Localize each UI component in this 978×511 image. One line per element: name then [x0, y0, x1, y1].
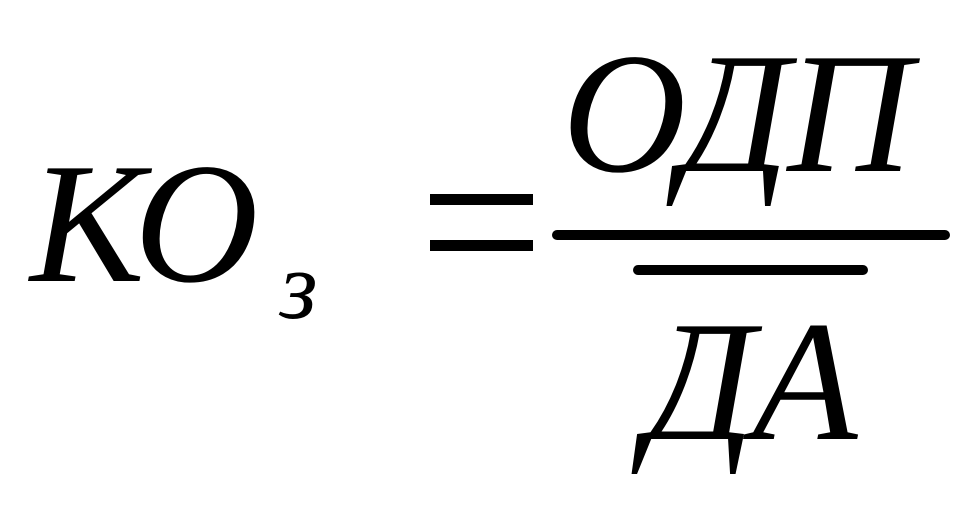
- fraction-denominator: ДА: [645, 287, 857, 477]
- equals-sign-bottom-bar: [430, 240, 533, 251]
- formula-lhs-subscript: з: [280, 232, 318, 339]
- fraction-inner-bar: [633, 265, 868, 275]
- equals-sign-top-bar: [430, 194, 533, 205]
- fraction-numerator: ОДП: [562, 19, 912, 209]
- formula-lhs: КО: [30, 129, 258, 319]
- fraction-bar: [552, 230, 950, 240]
